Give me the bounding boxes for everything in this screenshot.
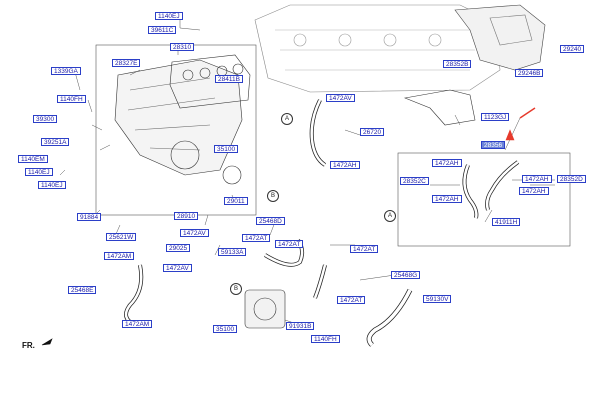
part-label-1472ah[interactable]: 1472AH (522, 175, 552, 183)
part-label-25468e[interactable]: 25468E (68, 286, 97, 294)
part-label-39300[interactable]: 39300 (33, 115, 58, 123)
part-label-1472av[interactable]: 1472AV (326, 94, 355, 102)
part-label-29011[interactable]: 29011 (224, 197, 248, 205)
part-label-1472ah[interactable]: 1472AH (432, 159, 462, 167)
part-label-28356[interactable]: 28356 (481, 141, 506, 149)
part-label-1472at[interactable]: 1472AT (337, 296, 366, 304)
part-label-28310[interactable]: 28310 (170, 43, 195, 51)
callout-circle-b: B (230, 283, 242, 295)
part-label-28352d[interactable]: 28352D (557, 175, 586, 183)
bracket-right (403, 89, 476, 126)
hose-detail-right (485, 160, 520, 211)
part-label-59130v[interactable]: 59130V (423, 295, 452, 303)
part-label-26720[interactable]: 26720 (360, 128, 385, 136)
part-label-25468d[interactable]: 25468D (256, 217, 285, 225)
throttle-body (244, 289, 286, 329)
part-label-25468g[interactable]: 25468G (391, 271, 421, 279)
intake-manifold (114, 59, 243, 176)
part-label-39611c[interactable]: 39611C (148, 26, 177, 34)
part-label-59133a[interactable]: 59133A (218, 248, 247, 256)
part-label-28352b[interactable]: 28352B (443, 60, 472, 68)
callout-circle-a: A (384, 210, 396, 222)
orientation-label: FR. (22, 341, 35, 350)
part-label-1140ej[interactable]: 1140EJ (38, 181, 66, 189)
engine-head-outline (254, 4, 501, 93)
hose-upper (309, 99, 327, 167)
detail-frame (397, 152, 571, 247)
part-label-1472at[interactable]: 1472AT (275, 240, 304, 248)
part-label-1472ah[interactable]: 1472AH (519, 187, 549, 195)
part-label-1472at[interactable]: 1472AT (350, 245, 379, 253)
part-label-25621w[interactable]: 25621W (106, 233, 137, 241)
callout-circle-b: B (267, 190, 279, 202)
gasket (169, 54, 251, 109)
part-label-28910[interactable]: 28910 (174, 212, 199, 220)
fr-arrow (41, 338, 53, 346)
part-label-41911h[interactable]: 41911H (492, 218, 521, 226)
engine-cover (454, 4, 546, 71)
callout-circle-a: A (281, 113, 293, 125)
part-label-1140fh[interactable]: 1140FH (57, 95, 86, 103)
part-label-1140em[interactable]: 1140EM (18, 155, 48, 163)
part-label-28411b[interactable]: 28411B (215, 75, 243, 83)
hose-left (124, 264, 144, 327)
part-label-28352c[interactable]: 28352C (400, 177, 429, 185)
part-label-1140ej[interactable]: 1140EJ (155, 12, 183, 20)
part-label-1472am[interactable]: 1472AM (122, 320, 153, 328)
part-label-29240[interactable]: 29240 (560, 45, 585, 53)
part-label-29025[interactable]: 29025 (166, 244, 191, 252)
part-label-1472am[interactable]: 1472AM (104, 252, 135, 260)
part-label-1472ah[interactable]: 1472AH (432, 195, 462, 203)
part-label-1472at[interactable]: 1472AT (242, 234, 271, 242)
part-label-91931b[interactable]: 91931B (286, 322, 315, 330)
part-label-91884[interactable]: 91884 (77, 213, 102, 221)
part-label-1140fh[interactable]: 1140FH (311, 335, 340, 343)
part-label-35100[interactable]: 35100 (213, 325, 238, 333)
part-label-1472av[interactable]: 1472AV (180, 229, 209, 237)
part-label-29246b[interactable]: 29246B (515, 69, 544, 77)
part-label-39251a[interactable]: 39251A (41, 138, 70, 146)
part-label-1123gj[interactable]: 1123GJ (481, 113, 510, 121)
part-label-1472av[interactable]: 1472AV (163, 264, 192, 272)
part-label-1140ej[interactable]: 1140EJ (25, 168, 53, 176)
part-label-1339ga[interactable]: 1339GA (51, 67, 81, 75)
part-label-1472ah[interactable]: 1472AH (330, 161, 360, 169)
part-label-35100[interactable]: 35100 (214, 145, 239, 153)
part-label-28327e[interactable]: 28327E (112, 59, 141, 67)
